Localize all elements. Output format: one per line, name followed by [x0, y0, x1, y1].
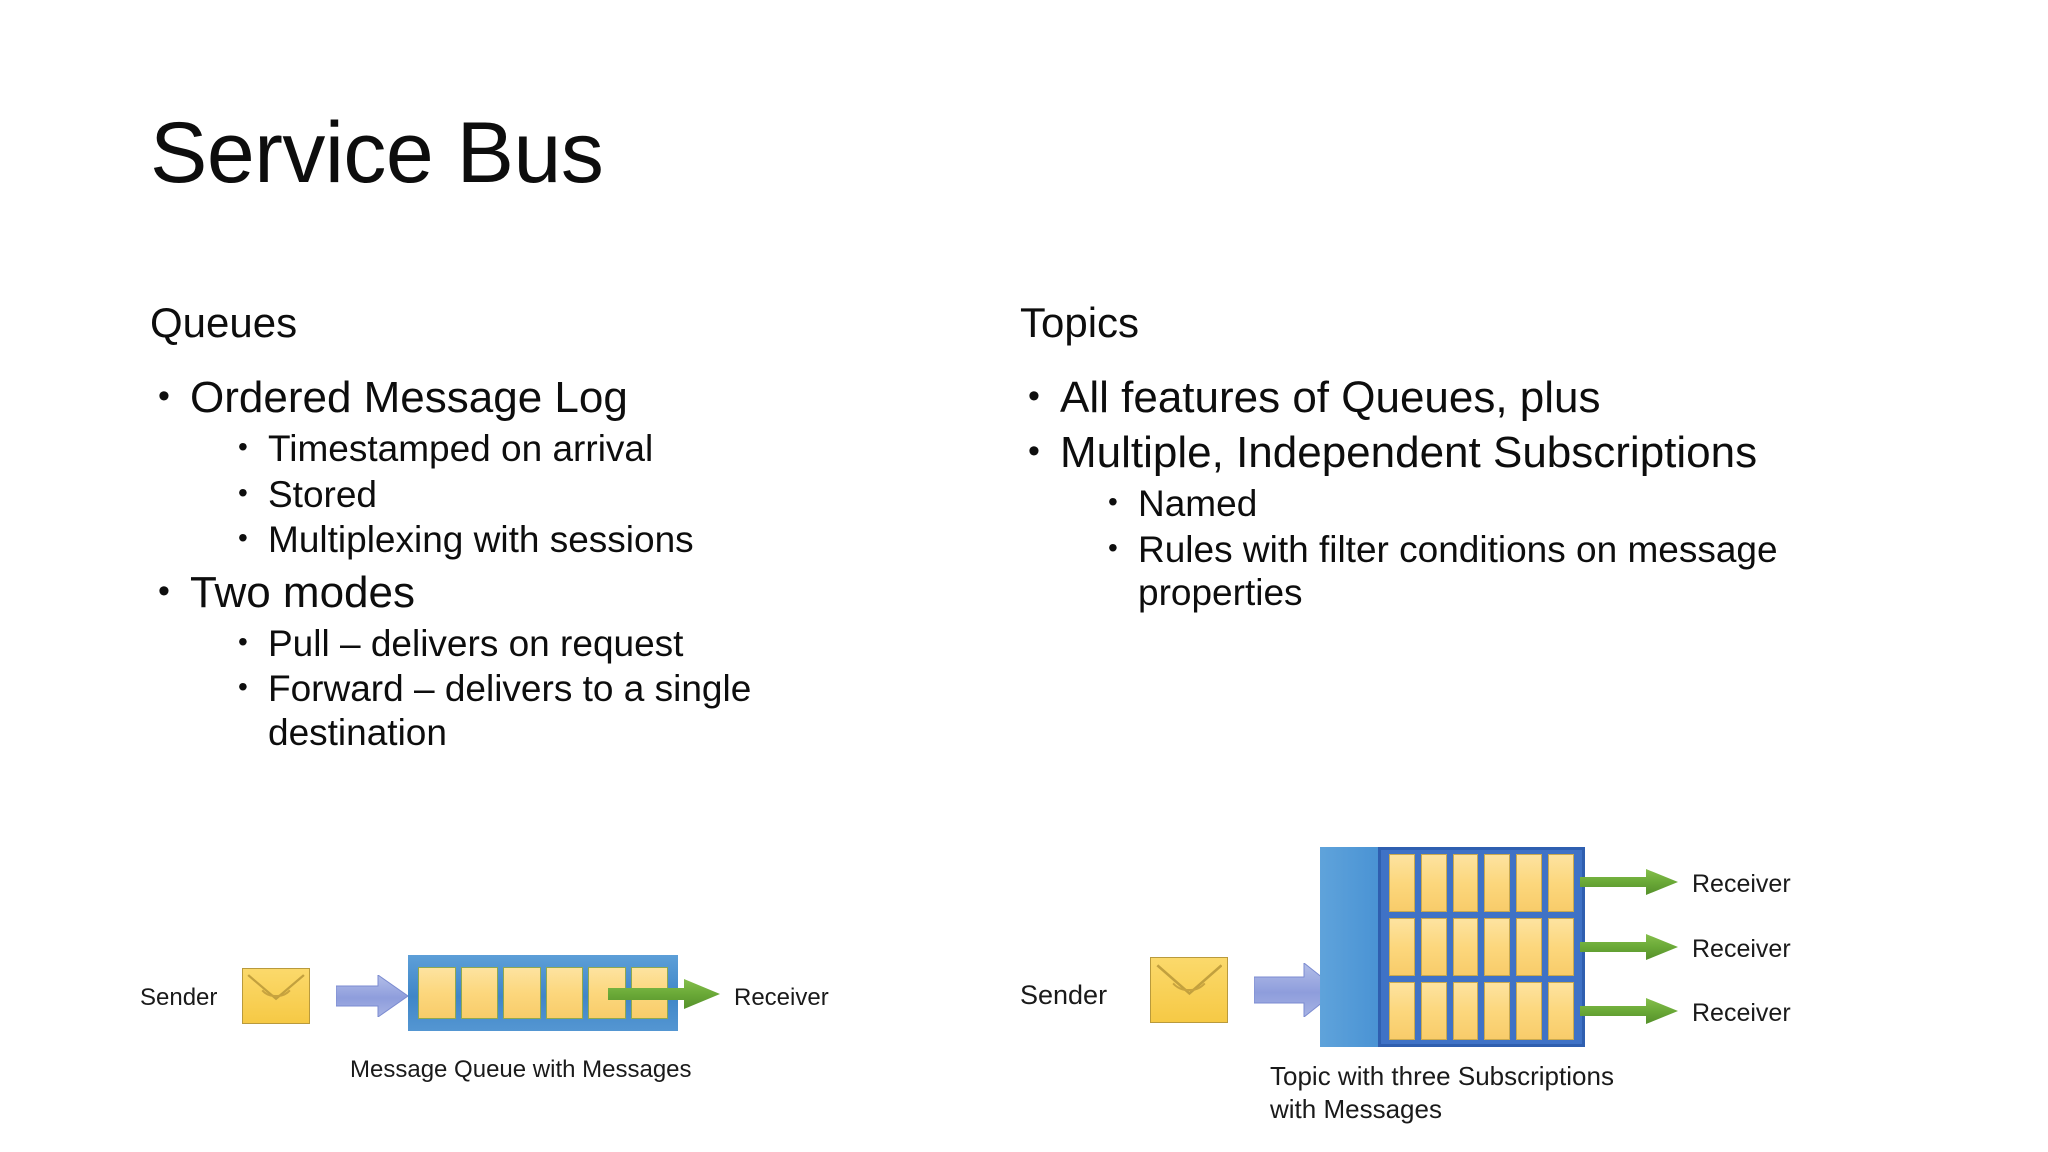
- topic-message: [1516, 982, 1543, 1040]
- ingress-arrow-icon: [336, 975, 408, 1017]
- topic-diagram-caption: Topic with three Subscriptions with Mess…: [1270, 1060, 1614, 1127]
- sub-bullet-list: Named Rules with filter conditions on me…: [1060, 482, 1820, 614]
- subscriptions-container: [1378, 847, 1585, 1047]
- egress-arrow-icon: [608, 978, 720, 1010]
- queue-message: [545, 967, 583, 1019]
- envelope-icon: [1150, 957, 1228, 1023]
- queue-message: [503, 967, 541, 1019]
- topic-message: [1516, 918, 1543, 976]
- sub-bullet-list: Pull – delivers on request Forward – del…: [190, 622, 890, 754]
- topic-subscriptions-diagram: Sender: [1020, 845, 1960, 1124]
- topic-message: [1420, 982, 1447, 1040]
- envelope-flap-icon: [1155, 964, 1223, 997]
- topic-message: [1548, 854, 1574, 912]
- egress-arrow-icon: [1580, 934, 1678, 960]
- envelope-icon: [242, 968, 310, 1024]
- sub-bullet-timestamped: Timestamped on arrival: [226, 427, 890, 470]
- topic-receiver-label: Receiver: [1692, 935, 1791, 963]
- topics-heading: Topics: [1020, 299, 1140, 346]
- topic-message: [1452, 854, 1479, 912]
- subscription-row: [1381, 854, 1582, 912]
- topic-message: [1484, 854, 1511, 912]
- topic-message: [1484, 918, 1511, 976]
- sub-bullet-list: Timestamped on arrival Stored Multiplexi…: [190, 427, 890, 561]
- topic-message: [1420, 854, 1447, 912]
- queues-column: Queues Ordered Message Log Timestamped o…: [150, 299, 890, 760]
- topic-receiver-label: Receiver: [1692, 999, 1791, 1027]
- envelope-flap-icon: [247, 974, 305, 1002]
- egress-arrow-icon: [1580, 869, 1678, 895]
- queue-receiver-label: Receiver: [734, 984, 829, 1011]
- topic-message: [1548, 918, 1574, 976]
- topic-caption-line-1: Topic with three Subscriptions: [1270, 1061, 1614, 1091]
- topic-message: [1389, 918, 1415, 976]
- sub-bullet-named: Named: [1096, 482, 1820, 525]
- sub-bullet-multiplexing: Multiplexing with sessions: [226, 518, 890, 561]
- topic-message: [1389, 854, 1415, 912]
- bullet-label: Multiple, Independent Subscriptions: [1060, 428, 1758, 478]
- topic-message: [1452, 918, 1479, 976]
- subscription-row: [1381, 918, 1582, 976]
- topic-ingress-panel: [1320, 847, 1378, 1047]
- queue-message: [418, 967, 456, 1019]
- queues-heading: Queues: [150, 299, 298, 346]
- topic-message: [1484, 982, 1511, 1040]
- queue-sender-label: Sender: [140, 984, 218, 1011]
- sub-bullet-rules: Rules with filter conditions on message …: [1096, 528, 1820, 615]
- bullet-all-features: All features of Queues, plus: [1020, 372, 1820, 423]
- topic-message: [1420, 918, 1447, 976]
- topics-bullet-list: All features of Queues, plus Multiple, I…: [1020, 372, 1820, 614]
- message-queue-diagram: Sender: [140, 950, 829, 1090]
- queue-diagram-caption: Message Queue with Messages: [350, 1056, 692, 1083]
- sub-bullet-stored: Stored: [226, 473, 890, 516]
- bullet-two-modes: Two modes Pull – delivers on request For…: [150, 567, 890, 754]
- queues-bullet-list: Ordered Message Log Timestamped on arriv…: [150, 372, 890, 754]
- topic-message: [1389, 982, 1415, 1040]
- subscription-row: [1381, 982, 1582, 1040]
- bullet-ordered-message-log: Ordered Message Log Timestamped on arriv…: [150, 372, 890, 561]
- topic-message: [1548, 982, 1574, 1040]
- topic-sender-label: Sender: [1020, 980, 1108, 1010]
- bullet-label: Ordered Message Log: [190, 373, 628, 423]
- topic-message: [1452, 982, 1479, 1040]
- topic-message: [1516, 854, 1543, 912]
- topic-box: [1320, 847, 1585, 1047]
- bullet-label: Two modes: [190, 568, 415, 618]
- topics-column: Topics All features of Queues, plus Mult…: [1020, 299, 1820, 620]
- sub-bullet-forward: Forward – delivers to a single destinati…: [226, 667, 890, 754]
- page-title: Service Bus: [150, 105, 604, 201]
- topic-receiver-label: Receiver: [1692, 870, 1791, 898]
- queue-message: [460, 967, 498, 1019]
- bullet-label: All features of Queues, plus: [1060, 373, 1601, 423]
- sub-bullet-pull: Pull – delivers on request: [226, 622, 890, 665]
- egress-arrow-icon: [1580, 998, 1678, 1024]
- bullet-multiple-subscriptions: Multiple, Independent Subscriptions Name…: [1020, 427, 1820, 614]
- topic-caption-line-2: with Messages: [1270, 1094, 1442, 1125]
